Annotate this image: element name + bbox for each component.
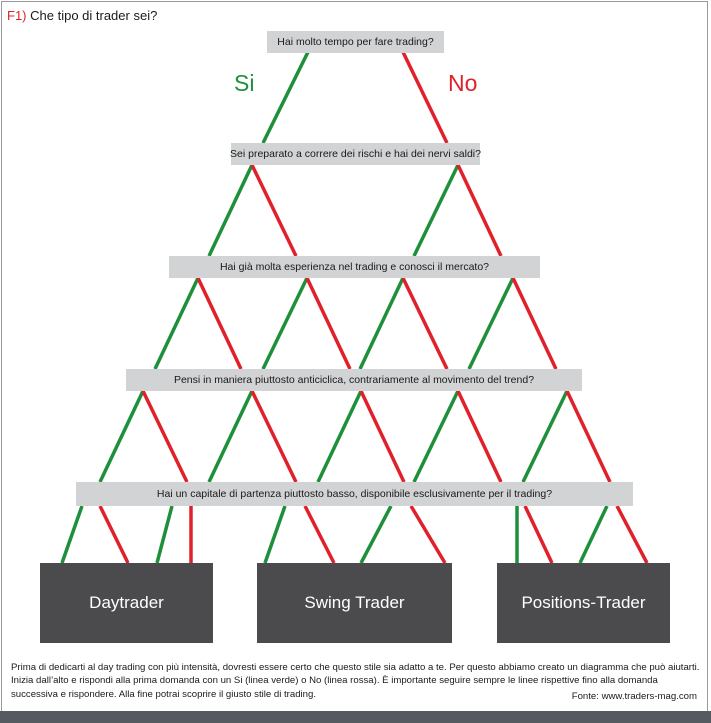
yes-line	[521, 390, 569, 483]
yes-line	[153, 277, 200, 370]
yes-line	[358, 277, 405, 370]
no-line	[401, 277, 449, 370]
yes-line	[207, 390, 254, 483]
outcome-daytrader: Daytrader	[40, 563, 213, 643]
no-line	[409, 505, 447, 564]
no-branch-label: No	[448, 70, 478, 96]
figure-title-text: Che tipo di trader sei?	[30, 8, 158, 23]
figure-number: F1)	[7, 8, 27, 23]
question-3: Hai già molta esperienza nel trading e c…	[169, 256, 540, 278]
no-line	[305, 277, 352, 370]
no-line	[511, 277, 558, 370]
yes-branch-label: Si	[234, 70, 255, 96]
yes-line	[316, 390, 363, 483]
question-1: Hai molto tempo per fare trading?	[267, 31, 444, 53]
yes-line	[412, 164, 460, 257]
no-line	[565, 390, 612, 483]
no-line	[456, 390, 503, 483]
yes-line	[60, 505, 84, 564]
question-2: Sei preparato a correre dei rischi e hai…	[230, 143, 481, 165]
no-line	[359, 390, 406, 483]
outcome-positions-trader: Positions-Trader	[497, 563, 670, 643]
no-line	[250, 164, 298, 257]
yes-line	[98, 390, 145, 483]
no-line	[250, 390, 298, 483]
bottom-bar	[0, 711, 711, 723]
no-line	[615, 505, 649, 564]
figure-title: F1) Che tipo di trader sei?	[7, 8, 157, 23]
yes-line	[207, 164, 254, 257]
yes-line	[578, 505, 609, 564]
no-line	[303, 505, 336, 564]
yes-line	[261, 277, 309, 370]
yes-line	[261, 51, 310, 144]
outcome-swing-trader: Swing Trader	[257, 563, 452, 643]
no-line	[98, 505, 130, 564]
yes-line	[467, 277, 515, 370]
no-line	[456, 164, 503, 257]
no-line	[141, 390, 189, 483]
no-line	[196, 277, 243, 370]
question-5: Hai un capitale di partenza piuttosto ba…	[76, 482, 633, 506]
source-credit: Fonte: www.traders-mag.com	[571, 691, 697, 702]
yes-line	[263, 505, 287, 564]
footer-description: Prima di dedicarti al day trading con pi…	[11, 662, 700, 700]
yes-line	[359, 505, 393, 564]
yes-line	[412, 390, 460, 483]
yes-line	[155, 505, 174, 564]
question-4: Pensi in maniera piuttosto anticiclica, …	[126, 369, 582, 391]
no-line	[523, 505, 554, 564]
no-line	[401, 51, 449, 144]
